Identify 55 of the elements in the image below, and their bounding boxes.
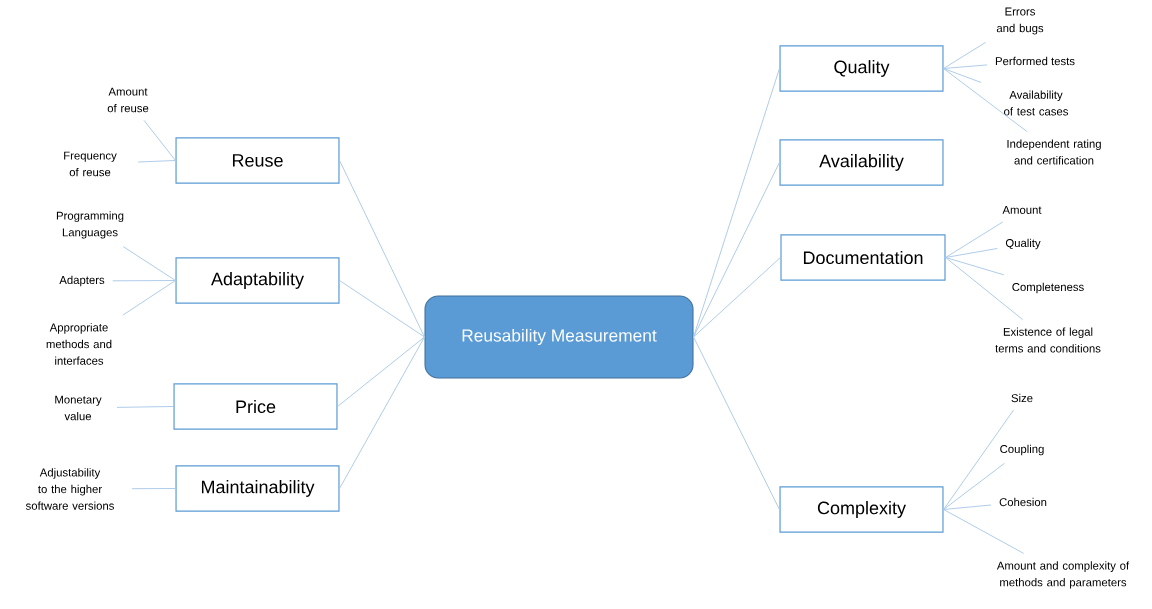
connector-line [945, 257, 1005, 276]
category-box: Quality [779, 45, 944, 92]
subcategory-label: Errors and bugs [996, 7, 1044, 35]
connector-line [943, 64, 988, 69]
connector-line [131, 488, 176, 490]
subcategory-label: Size [1011, 393, 1033, 403]
connector-line [122, 246, 176, 281]
connector-line [337, 336, 425, 407]
subcategory-label: Amount of reuse [107, 87, 149, 113]
connector-line [339, 280, 425, 338]
connector-line [943, 509, 1025, 554]
connector-line [143, 119, 176, 161]
category-box: Maintainability [175, 465, 340, 512]
connector-line [943, 462, 1005, 510]
connector-line [943, 504, 992, 510]
subcategory-label: Coupling [1000, 444, 1044, 456]
subcategory-label: Independent rating and certification [1007, 139, 1101, 165]
category-box: Complexity [779, 486, 944, 533]
subcategory-label: Frequency of reuse [64, 151, 117, 177]
connector-line [339, 160, 425, 338]
connector-line [943, 68, 1028, 132]
subcategory-label: Cohesion [999, 497, 1047, 507]
connector-line [943, 68, 982, 83]
subcategory-label: Adjustability to the higher software versions [25, 468, 114, 510]
connector-line [112, 280, 176, 282]
connector-line [943, 41, 987, 69]
connector-line [945, 248, 998, 258]
connector-line [116, 406, 174, 408]
subcategory-label: Availability of test cases [1004, 90, 1068, 116]
connector-line [693, 68, 780, 338]
category-box: Reuse [175, 137, 340, 184]
subcategory-label: Performed tests [995, 56, 1075, 66]
connector-line [693, 257, 781, 338]
central-topic-box: Reusability Measurement [424, 295, 694, 379]
subcategory-label: Monetary value [55, 395, 102, 421]
connector-line [693, 336, 780, 510]
connector-line [945, 221, 1004, 258]
category-box: Availability [779, 139, 944, 186]
subcategory-label: Quality [1005, 238, 1041, 250]
subcategory-label: Amount and complexity of methods and parameters [996, 561, 1130, 589]
category-box: Price [173, 383, 338, 430]
connector-line [693, 162, 780, 338]
connector-line [943, 409, 1014, 510]
subcategory-label: Amount [1002, 206, 1042, 214]
category-box: Documentation [780, 234, 946, 281]
subcategory-label: Completeness [1012, 282, 1084, 294]
connector-line [122, 280, 176, 316]
connector-line [945, 257, 1024, 320]
connector-line [339, 336, 425, 489]
subcategory-label: Appropriate methods and interfaces [46, 323, 112, 365]
connector-line [137, 160, 176, 163]
subcategory-label: Programming Languages [56, 211, 124, 239]
subcategory-label: Adapters [59, 275, 105, 287]
subcategory-label: Existence of legal terms and conditions [995, 327, 1101, 353]
category-box: Adaptability [175, 257, 340, 304]
